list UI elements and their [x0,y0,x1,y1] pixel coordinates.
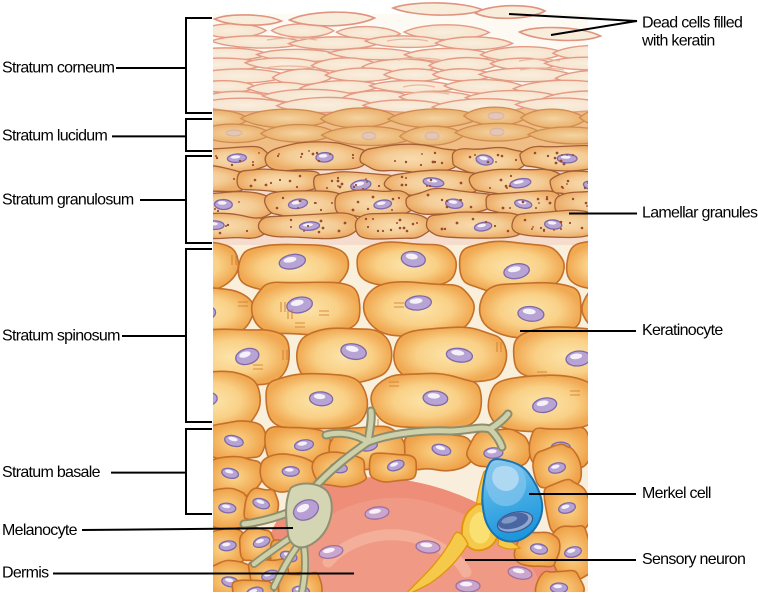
svg-text:Stratum spinosum: Stratum spinosum [2,327,120,344]
svg-text:Lamellar granules: Lamellar granules [642,205,758,222]
svg-text:with keratin: with keratin [641,33,715,50]
svg-text:Dead cells filled: Dead cells filled [642,15,742,32]
svg-text:Stratum corneum: Stratum corneum [2,59,115,76]
svg-text:Stratum basale: Stratum basale [2,464,101,481]
svg-text:Sensory neuron: Sensory neuron [642,551,745,568]
svg-text:Stratum granulosum: Stratum granulosum [2,192,134,209]
svg-text:Merkel cell: Merkel cell [642,485,711,502]
svg-text:Keratinocyte: Keratinocyte [642,322,723,339]
svg-text:Melanocyte: Melanocyte [2,522,78,539]
svg-text:Dermis: Dermis [2,565,49,582]
svg-text:Stratum lucidum: Stratum lucidum [2,128,107,145]
